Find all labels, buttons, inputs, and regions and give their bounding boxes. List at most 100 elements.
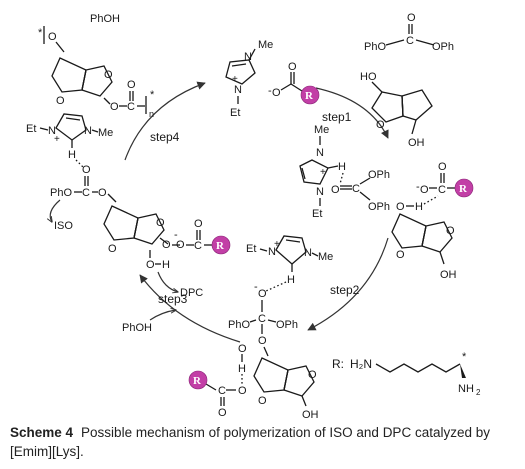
atom-label-pho: PhO [228, 319, 250, 331]
atom-label-c: C [258, 313, 266, 325]
atom-label-nh2: NH [458, 383, 474, 395]
step1-intermediate: Me N + N Et H O C OPh OPh O H O O OH - O [299, 124, 474, 281]
emim-lys-ion-pair: N Me + N Et - O O R [225, 39, 320, 119]
polymer-chain: * O O O O C O n * PhOH [38, 13, 155, 119]
atom-label-plus: + [232, 74, 238, 85]
atom-label-o: O [238, 343, 247, 355]
atom-label-o: O [258, 335, 267, 347]
atom-label-star: * [150, 89, 155, 101]
atom-label-dpc: DPC [180, 287, 203, 299]
cycle-arrow-step4 [124, 81, 206, 161]
dpc-molecule: O PhO C OPh [364, 12, 454, 53]
atom-label-n: N [48, 125, 56, 137]
atom-label-o: O [108, 243, 117, 255]
atom-label-c: C [194, 240, 202, 252]
atom-label-h2n: H₂N [350, 357, 372, 371]
atom-label-minus: - [268, 85, 272, 97]
atom-label-et: Et [312, 208, 322, 220]
atom-label-me: Me [318, 251, 333, 263]
atom-label-o: O [272, 87, 281, 99]
r-group-key: R: H₂N * NH 2 [332, 351, 481, 397]
atom-label-o: O [420, 184, 429, 196]
atom-label-n: N [268, 246, 276, 258]
atom-label-o: O [110, 101, 119, 113]
cycle-arrow-step2 [307, 237, 389, 331]
atom-label-oph: OPh [368, 169, 390, 181]
atom-label-n: N [304, 247, 312, 259]
step3-label: step3 [158, 292, 188, 306]
atom-label-o: O [331, 184, 340, 196]
atom-label-oh: OH [408, 137, 425, 149]
atom-label-minus: - [416, 181, 420, 193]
atom-label-o: O [238, 385, 247, 397]
atom-label-minus: - [174, 229, 178, 241]
atom-label-o: O [82, 164, 91, 176]
atom-label-me: Me [314, 124, 329, 136]
atom-label-n: N [84, 125, 92, 137]
atom-label-phoh: PhOH [90, 13, 120, 25]
atom-label-me: Me [258, 39, 273, 51]
atom-label-o: O [146, 259, 155, 271]
atom-label-h: H [338, 161, 346, 173]
atom-label-phoh: PhOH [122, 322, 152, 334]
atom-label-star: * [38, 27, 43, 39]
step1-label: step1 [322, 110, 352, 124]
atom-label-pho: PhO [364, 41, 386, 53]
step2-intermediate: Et N + N Me H - O C PhO OPh O O O OH O H… [188, 235, 333, 420]
atom-label-o: O [194, 218, 203, 230]
atom-label-o: O [156, 217, 165, 229]
atom-label-o: O [396, 249, 405, 261]
atom-label-o: O [218, 407, 227, 419]
atom-label-c: C [218, 385, 226, 397]
atom-label-o: O [98, 187, 107, 199]
cycle-arrow-step3 [139, 274, 241, 343]
atom-label-c: C [82, 187, 90, 199]
atom-label-o: O [176, 239, 185, 251]
atom-label-two: 2 [476, 388, 481, 397]
atom-label-r: R [193, 375, 202, 387]
atom-label-o: O [258, 395, 267, 407]
atom-label-r-key: R: [332, 357, 344, 371]
atom-label-oph: OPh [276, 319, 298, 331]
emim-hbond: Et N + N Me H [26, 113, 113, 169]
atom-label-o: O [396, 201, 405, 213]
atom-label-o: O [407, 12, 416, 24]
caption-text: Possible mechanism of polymerization of … [10, 425, 490, 459]
atom-label-pho: PhO [50, 187, 72, 199]
atom-label-o: O [288, 61, 297, 73]
atom-label-star: * [462, 351, 467, 363]
atom-label-c: C [352, 183, 360, 195]
atom-label-h: H [238, 363, 246, 375]
atom-label-n: N [316, 147, 324, 159]
step3-intermediate: PhO C O O ISO O O O - O C O R O H DPC Ph… [50, 164, 231, 334]
atom-label-iso: ISO [54, 220, 73, 232]
atom-label-o: O [56, 95, 65, 107]
atom-label-oph: OPh [432, 41, 454, 53]
atom-label-r: R [459, 183, 468, 195]
atom-label-plus: + [274, 239, 280, 250]
atom-label-o: O [48, 31, 57, 43]
atom-label-plus: + [54, 134, 60, 145]
mechanism-scheme: step1 step2 step3 step4 N Me + N Et - O … [26, 12, 481, 420]
atom-label-o: O [308, 369, 317, 381]
atom-label-et: Et [230, 107, 240, 119]
step2-label: step2 [330, 283, 360, 297]
atom-label-oph: OPh [368, 201, 390, 213]
atom-label-o: O [162, 239, 171, 251]
atom-label-n-sub: n [149, 109, 154, 119]
atom-label-r: R [305, 90, 314, 102]
atom-label-c: C [438, 184, 446, 196]
atom-label-ho: HO [360, 71, 377, 83]
cycle-arrow-step1 [315, 87, 389, 139]
atom-label-o: O [376, 119, 385, 131]
atom-label-me: Me [98, 127, 113, 139]
atom-label-n: N [244, 51, 252, 63]
atom-label-o: O [104, 69, 113, 81]
step4-label: step4 [150, 130, 180, 144]
atom-label-h: H [287, 274, 295, 286]
atom-label-n: N [234, 84, 242, 96]
atom-label-h: H [415, 201, 423, 213]
atom-label-et: Et [246, 243, 256, 255]
atom-label-oh: OH [302, 409, 319, 420]
